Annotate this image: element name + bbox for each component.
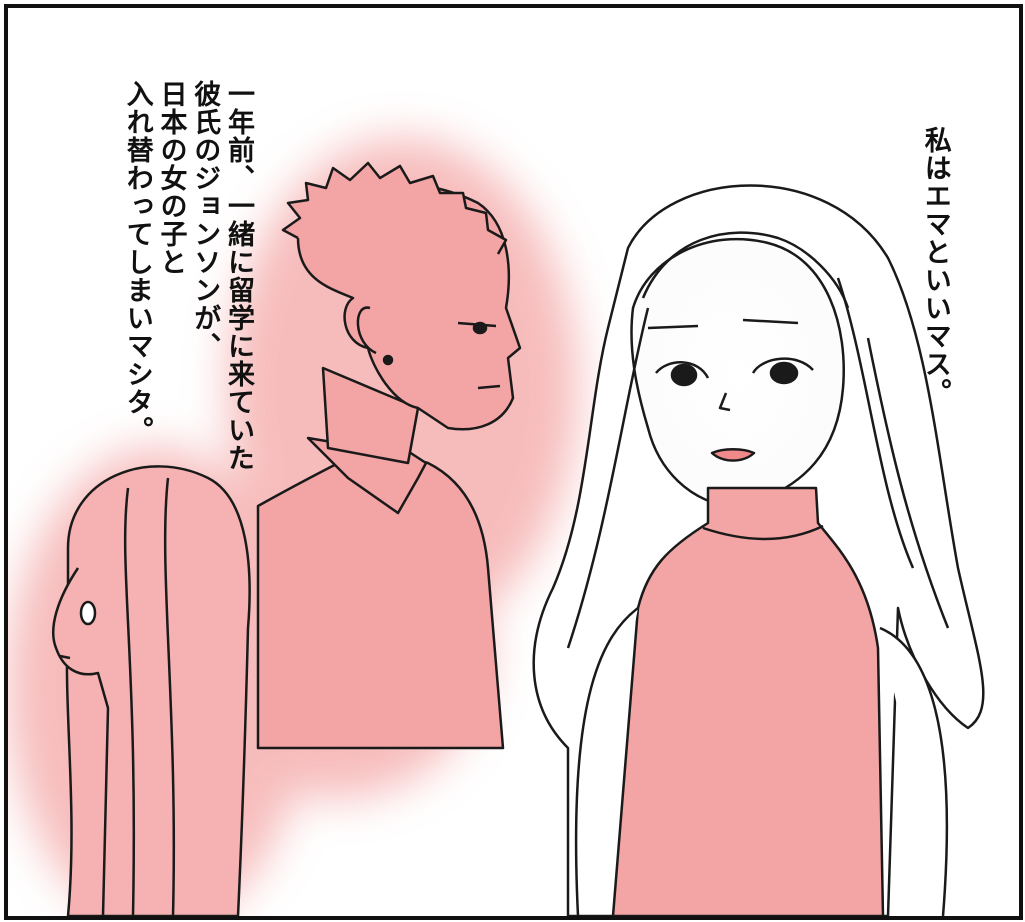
panel-illustration: [8, 138, 985, 916]
emma-speech-text: 私はエマといいマス。: [919, 126, 951, 406]
narration-line-4: 入れ替わってしまいマシタ。: [121, 80, 153, 444]
man-figure: [256, 161, 522, 750]
emma-figure: [532, 184, 985, 916]
girl-figure: [52, 465, 251, 916]
narration-line-1: 一年前、一緒に留学に来ていた: [223, 80, 254, 472]
narration-line-3: 日本の女の子と: [155, 80, 187, 276]
narration-line-2: 彼氏のジョンソンが、: [189, 80, 221, 360]
narration-text: 一年前、一緒に留学に来ていた 彼氏のジョンソンが、 日本の女の子と 入れ替わって…: [120, 80, 255, 500]
comic-panel: 一年前、一緒に留学に来ていた 彼氏のジョンソンが、 日本の女の子と 入れ替わって…: [4, 4, 1023, 920]
